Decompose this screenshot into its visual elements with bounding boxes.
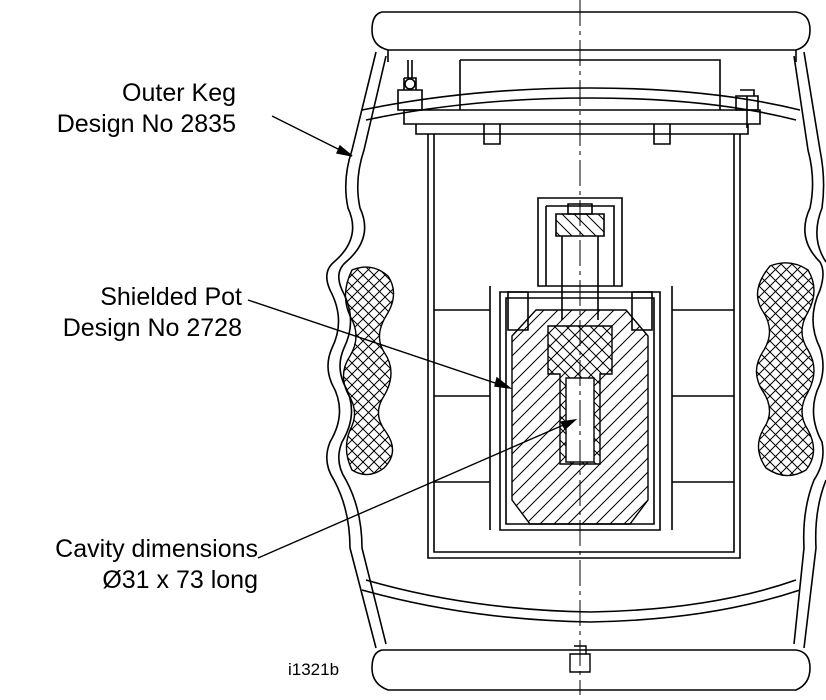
keg-left-wall [326,51,377,649]
leader-cavity [257,419,576,559]
label-shielded-pot-line2: Design No 2728 [62,314,242,342]
reference-code: i1321b [288,660,340,679]
plug-housing [537,197,623,287]
label-outer-keg-line1: Outer Keg [122,79,236,107]
lid-plate [403,109,761,125]
leader-shielded-pot [247,299,511,389]
left-handle-hatching [342,266,395,476]
shielded-pot [499,291,661,531]
label-shielded-pot-line1: Shielded Pot [100,283,242,311]
label-cavity-line2: Ø31 x 73 long [102,566,258,594]
label-shielded-pot: Shielded Pot Design No 2728 [20,282,242,344]
keg-bottom-rim [371,649,811,691]
label-outer-keg-line2: Design No 2835 [56,110,236,138]
lid-bolt-left [397,77,423,111]
lid-bolt-right [735,89,759,111]
label-outer-keg: Outer Keg Design No 2835 [40,78,236,140]
inner-container [427,134,741,559]
keg-right-wall [803,51,826,649]
label-cavity-line1: Cavity dimensions [55,535,258,563]
keg-top-rim [371,11,811,51]
label-cavity: Cavity dimensions Ø31 x 73 long [6,534,258,596]
right-handle-hatching [755,262,815,477]
